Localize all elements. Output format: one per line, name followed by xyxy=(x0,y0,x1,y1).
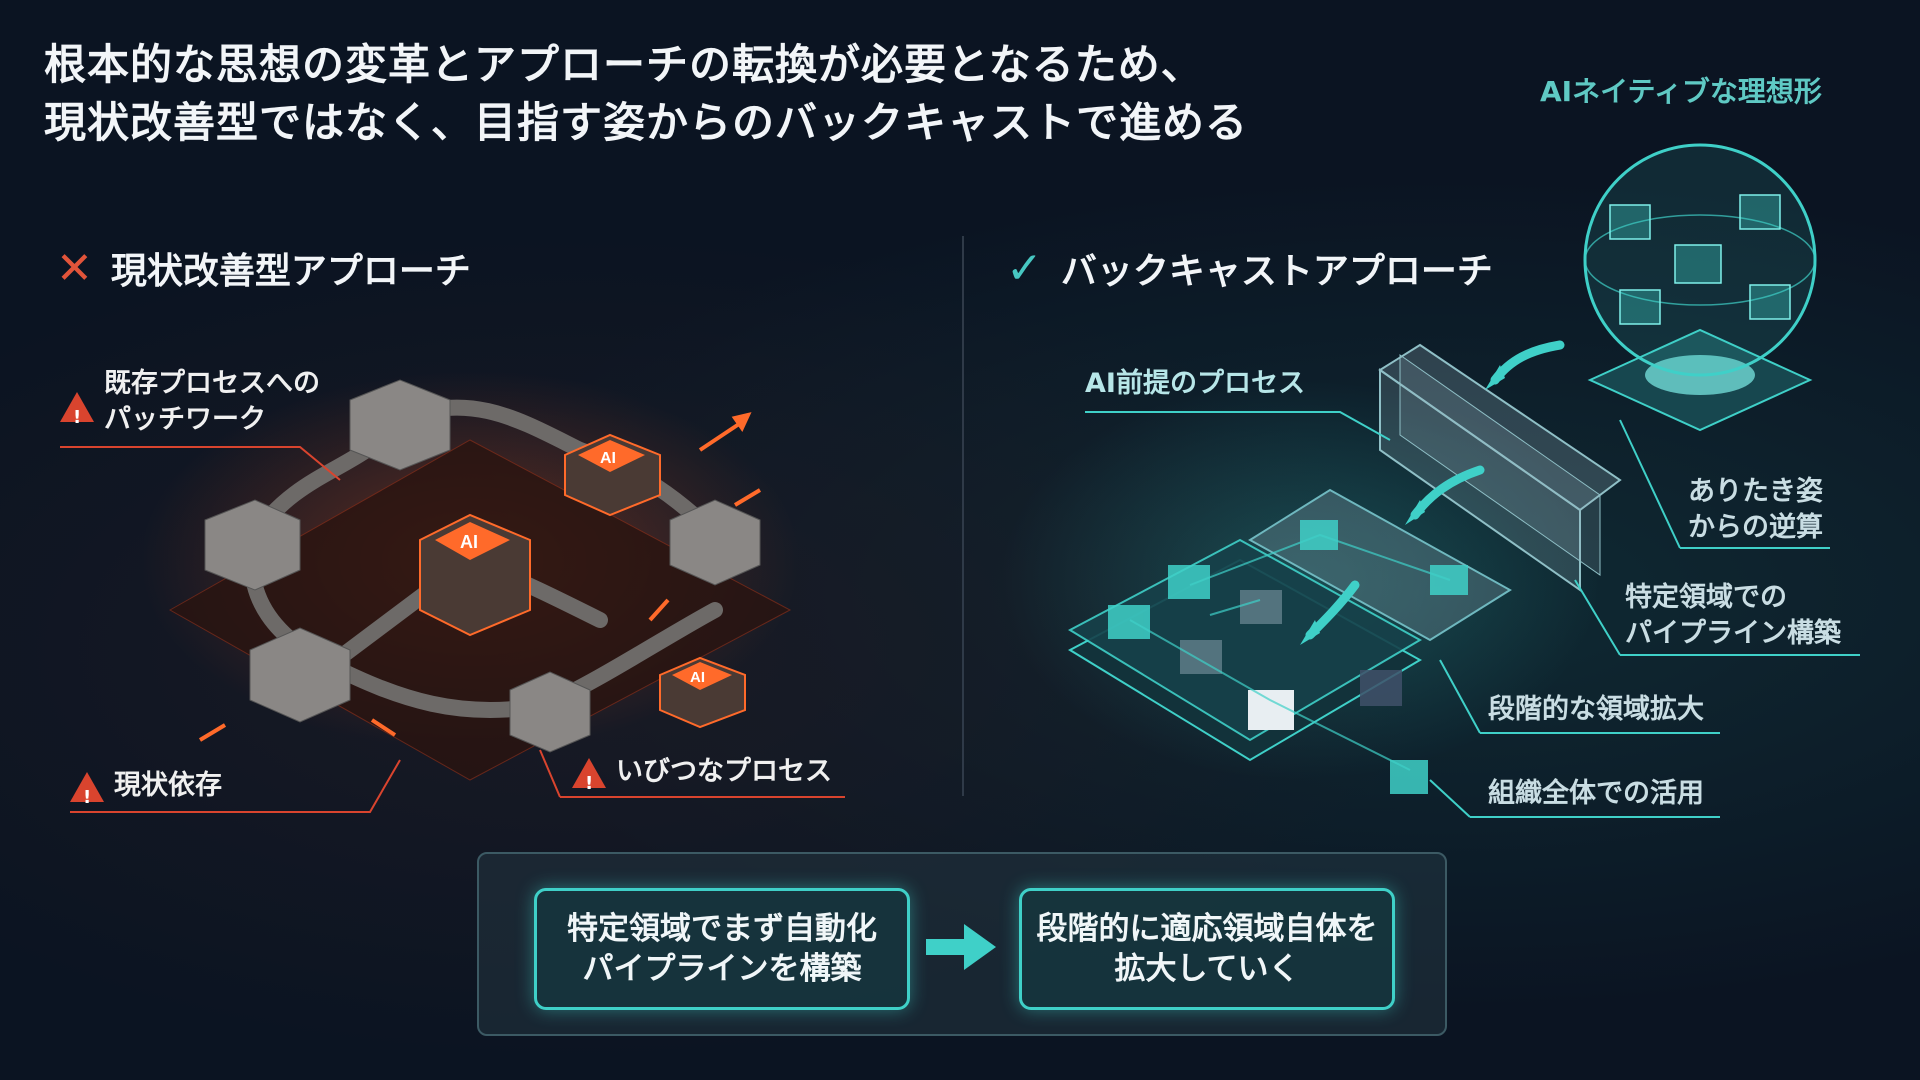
check-icon: ✓ xyxy=(1006,242,1043,294)
ai-chip-center: AI xyxy=(419,513,531,637)
ai-native-label: AIネイティブな理想形 xyxy=(1540,75,1822,108)
title-line-2: 現状改善型ではなく、目指す姿からのバックキャストで進める xyxy=(44,98,1249,147)
svg-text:AI: AI xyxy=(690,669,705,686)
label-backcast: ありたき姿 からの逆算 xyxy=(1688,476,1823,543)
left-heading-text: 現状改善型アプローチ xyxy=(110,251,471,292)
label-ai-premise-process: AI前提のプロセス xyxy=(1085,368,1305,399)
warning-icon: ! xyxy=(70,771,104,808)
ai-chip-bottom: AI xyxy=(659,656,746,729)
warning-patchwork: ! 既存プロセスへの パッチワーク xyxy=(60,366,320,438)
warning-distorted-process: !いびつなプロセス xyxy=(572,754,832,794)
step-2-box: 段階的に適応領域自体を 拡大していく xyxy=(1019,888,1395,1010)
svg-text:AI: AI xyxy=(600,450,616,467)
ai-chip-top: AI xyxy=(564,433,661,517)
left-heading: ✕ 現状改善型アプローチ xyxy=(56,242,471,294)
warning-icon: ! xyxy=(60,391,94,428)
page-title: 根本的な思想の変革とアプローチの転換が必要となるため、 現状改善型ではなく、目指… xyxy=(44,36,1248,152)
warning-icon: ! xyxy=(572,757,606,794)
title-line-1: 根本的な思想の変革とアプローチの転換が必要となるため、 xyxy=(44,40,1204,89)
svg-text:AI: AI xyxy=(460,532,478,552)
label-gradual-expansion: 段階的な領域拡大 xyxy=(1488,694,1704,725)
section-divider xyxy=(962,236,964,796)
legacy-process-illustration: AI AI AI xyxy=(140,370,800,781)
right-heading: ✓ バックキャストアプローチ xyxy=(1006,242,1493,294)
warning-status-quo: !現状依存 xyxy=(70,768,222,808)
right-heading-text: バックキャストアプローチ xyxy=(1060,251,1493,292)
cross-icon: ✕ xyxy=(56,242,93,294)
label-pipeline-build: 特定領域での パイプライン構築 xyxy=(1625,582,1841,649)
summary-panel: 特定領域でまず自動化 パイプラインを構築 段階的に適応領域自体を 拡大していく xyxy=(477,852,1447,1036)
label-org-wide-use: 組織全体での活用 xyxy=(1488,778,1704,809)
ai-native-illustration xyxy=(1000,143,1817,794)
step-1-box: 特定領域でまず自動化 パイプラインを構築 xyxy=(534,888,910,1010)
ai-native-sphere xyxy=(1583,143,1817,432)
arrow-right-icon xyxy=(926,924,996,970)
